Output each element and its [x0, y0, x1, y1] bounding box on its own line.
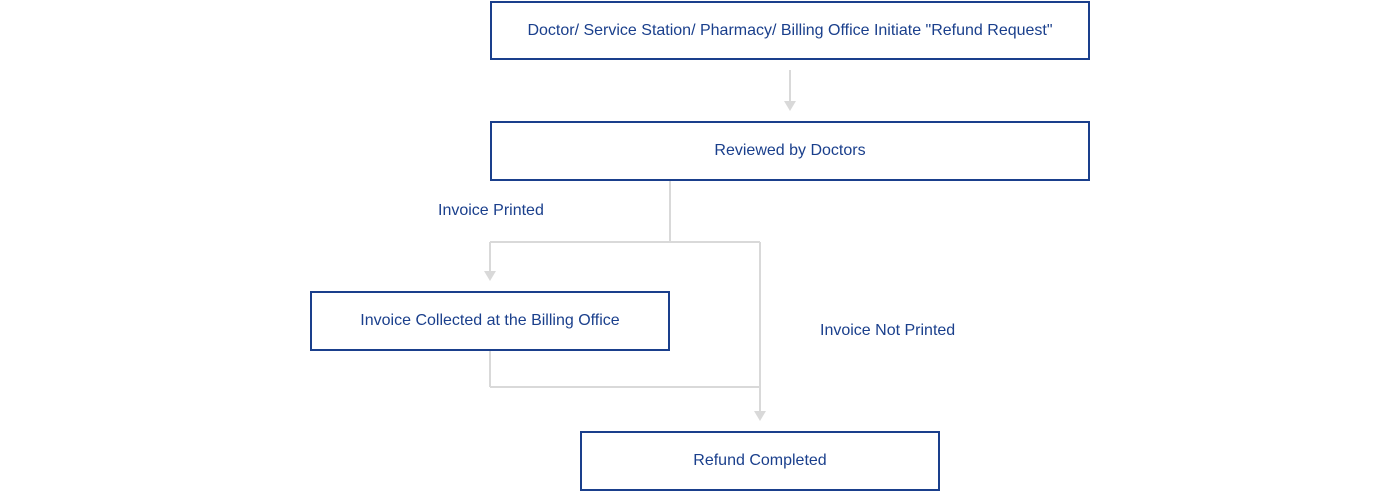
edge-label-invoice-not-printed: Invoice Not Printed: [820, 322, 956, 339]
node-invoice-collected-label: Invoice Collected at the Billing Office: [360, 312, 620, 329]
node-refund-request: Doctor/ Service Station/ Pharmacy/ Billi…: [490, 1, 1090, 60]
node-refund-completed: Refund Completed: [580, 431, 940, 491]
arrowhead-review: [784, 101, 796, 111]
node-refund-request-label: Doctor/ Service Station/ Pharmacy/ Billi…: [527, 21, 1053, 39]
arrowhead-complete: [754, 411, 766, 421]
node-reviewed-by-doctors: Reviewed by Doctors: [490, 121, 1090, 181]
arrowhead-collect: [484, 271, 496, 281]
node-refund-completed-label: Refund Completed: [693, 452, 827, 469]
edge-label-invoice-printed: Invoice Printed: [438, 202, 544, 219]
node-reviewed-by-doctors-label: Reviewed by Doctors: [714, 142, 866, 159]
node-invoice-collected: Invoice Collected at the Billing Office: [310, 291, 670, 351]
